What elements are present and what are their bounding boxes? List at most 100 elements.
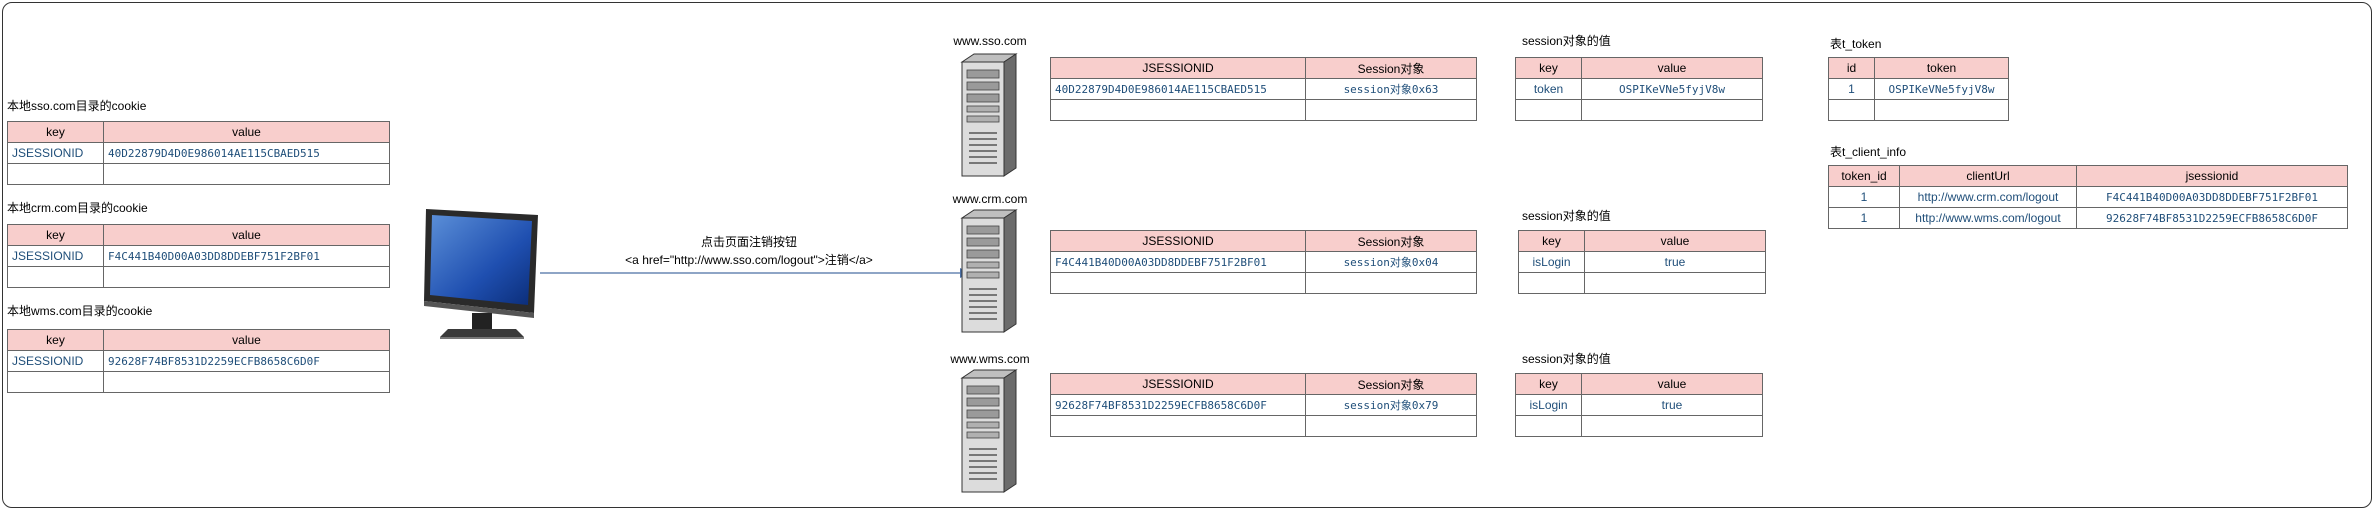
- header-key: key: [7, 329, 104, 351]
- empty-cell: [1050, 272, 1306, 294]
- session-object-value: session对象0x63: [1305, 78, 1477, 100]
- session-values-crm-title: session对象的值: [1522, 209, 1611, 223]
- request-caption: 点击页面注销按钮: [700, 235, 798, 249]
- header-token: token: [1874, 57, 2009, 79]
- cookie-value: F4C441B40D00A03DD8DDEBF751F2BF01: [103, 245, 390, 267]
- empty-cell: [7, 371, 104, 393]
- session-key: isLogin: [1518, 251, 1585, 273]
- token-value: OSPIKeVNe5fyjV8w: [1874, 78, 2009, 100]
- header-key: key: [1515, 57, 1582, 79]
- session-values-wms-title: session对象的值: [1522, 352, 1611, 366]
- cookie-wms-title: 本地wms.com目录的cookie: [7, 304, 153, 318]
- header-session-object: Session对象: [1305, 57, 1477, 79]
- token-id: 1: [1828, 78, 1875, 100]
- header-jsessionid: JSESSIONID: [1050, 230, 1306, 252]
- header-key: key: [1515, 373, 1582, 395]
- cookie-key: JSESSIONID: [7, 350, 104, 372]
- token-id-cell: 1: [1828, 186, 1900, 208]
- client-url-cell: http://www.wms.com/logout: [1899, 207, 2077, 229]
- jsessionid-value: F4C441B40D00A03DD8DDEBF751F2BF01: [1050, 251, 1306, 273]
- empty-cell: [1518, 272, 1585, 294]
- empty-cell: [1581, 99, 1763, 121]
- jsessionid-value: 40D22879D4D0E986014AE115CBAED515: [1050, 78, 1306, 100]
- session-values-sso-title: session对象的值: [1522, 34, 1611, 48]
- server-sso-name: www.sso.com: [953, 34, 1027, 48]
- session-key: isLogin: [1515, 394, 1582, 416]
- cookie-crm-title: 本地crm.com目录的cookie: [7, 201, 148, 215]
- header-client-url: clientUrl: [1899, 165, 2077, 187]
- server-wms-name: www.wms.com: [950, 352, 1030, 366]
- empty-cell: [1584, 272, 1766, 294]
- header-session-object: Session对象: [1305, 230, 1477, 252]
- header-key: key: [7, 224, 104, 246]
- empty-cell: [103, 371, 390, 393]
- header-value: value: [103, 224, 390, 246]
- empty-cell: [1874, 99, 2009, 121]
- token-id-cell: 1: [1828, 207, 1900, 229]
- header-id: id: [1828, 57, 1875, 79]
- diagram-frame: [2, 2, 2372, 508]
- session-value: OSPIKeVNe5fyjV8w: [1581, 78, 1763, 100]
- cookie-value: 40D22879D4D0E986014AE115CBAED515: [103, 142, 390, 164]
- header-jsessionid: JSESSIONID: [1050, 373, 1306, 395]
- empty-cell: [1515, 99, 1582, 121]
- session-value: true: [1581, 394, 1763, 416]
- empty-cell: [1828, 99, 1875, 121]
- client-url-cell: http://www.crm.com/logout: [1899, 186, 2077, 208]
- t-token-title: 表t_token: [1830, 37, 1882, 51]
- session-key: token: [1515, 78, 1582, 100]
- jsessionid-value: 92628F74BF8531D2259ECFB8658C6D0F: [1050, 394, 1306, 416]
- empty-cell: [1515, 415, 1582, 437]
- empty-cell: [1050, 99, 1306, 121]
- cookie-sso-title: 本地sso.com目录的cookie: [7, 99, 147, 113]
- cookie-value: 92628F74BF8531D2259ECFB8658C6D0F: [103, 350, 390, 372]
- header-value: value: [103, 329, 390, 351]
- header-value: value: [103, 121, 390, 143]
- header-jsessionid: JSESSIONID: [1050, 57, 1306, 79]
- empty-cell: [1305, 99, 1477, 121]
- monitor-icon: [424, 209, 538, 339]
- empty-cell: [1050, 415, 1306, 437]
- header-value: value: [1581, 373, 1763, 395]
- table-row: 1 http://www.wms.com/logout 92628F74BF85…: [1828, 207, 2348, 229]
- empty-cell: [1305, 272, 1477, 294]
- header-value: value: [1581, 57, 1763, 79]
- empty-cell: [7, 266, 104, 288]
- jsessionid-cell: F4C441B40D00A03DD8DDEBF751F2BF01: [2076, 186, 2348, 208]
- header-token-id: token_id: [1828, 165, 1900, 187]
- header-jsessionid: jsessionid: [2076, 165, 2348, 187]
- t-client-info-title: 表t_client_info: [1830, 145, 1907, 159]
- empty-cell: [7, 163, 104, 185]
- header-key: key: [1518, 230, 1585, 252]
- header-key: key: [7, 121, 104, 143]
- server-tower-icon: [960, 53, 1018, 177]
- server-crm-name: www.crm.com: [952, 192, 1028, 206]
- empty-cell: [103, 266, 390, 288]
- jsessionid-cell: 92628F74BF8531D2259ECFB8658C6D0F: [2076, 207, 2348, 229]
- request-anchor-text: <a href="http://www.sso.com/logout">注销</…: [625, 253, 873, 267]
- empty-cell: [1305, 415, 1477, 437]
- session-value: true: [1584, 251, 1766, 273]
- session-object-value: session对象0x79: [1305, 394, 1477, 416]
- empty-cell: [103, 163, 390, 185]
- server-tower-icon: [960, 209, 1018, 333]
- cookie-key: JSESSIONID: [7, 142, 104, 164]
- t-client-info-table: token_id clientUrl jsessionid 1 http://w…: [1828, 165, 2348, 229]
- header-value: value: [1584, 230, 1766, 252]
- header-session-object: Session对象: [1305, 373, 1477, 395]
- empty-cell: [1581, 415, 1763, 437]
- session-object-value: session对象0x04: [1305, 251, 1477, 273]
- table-row: 1 http://www.crm.com/logout F4C441B40D00…: [1828, 186, 2348, 208]
- server-tower-icon: [960, 369, 1018, 493]
- cookie-key: JSESSIONID: [7, 245, 104, 267]
